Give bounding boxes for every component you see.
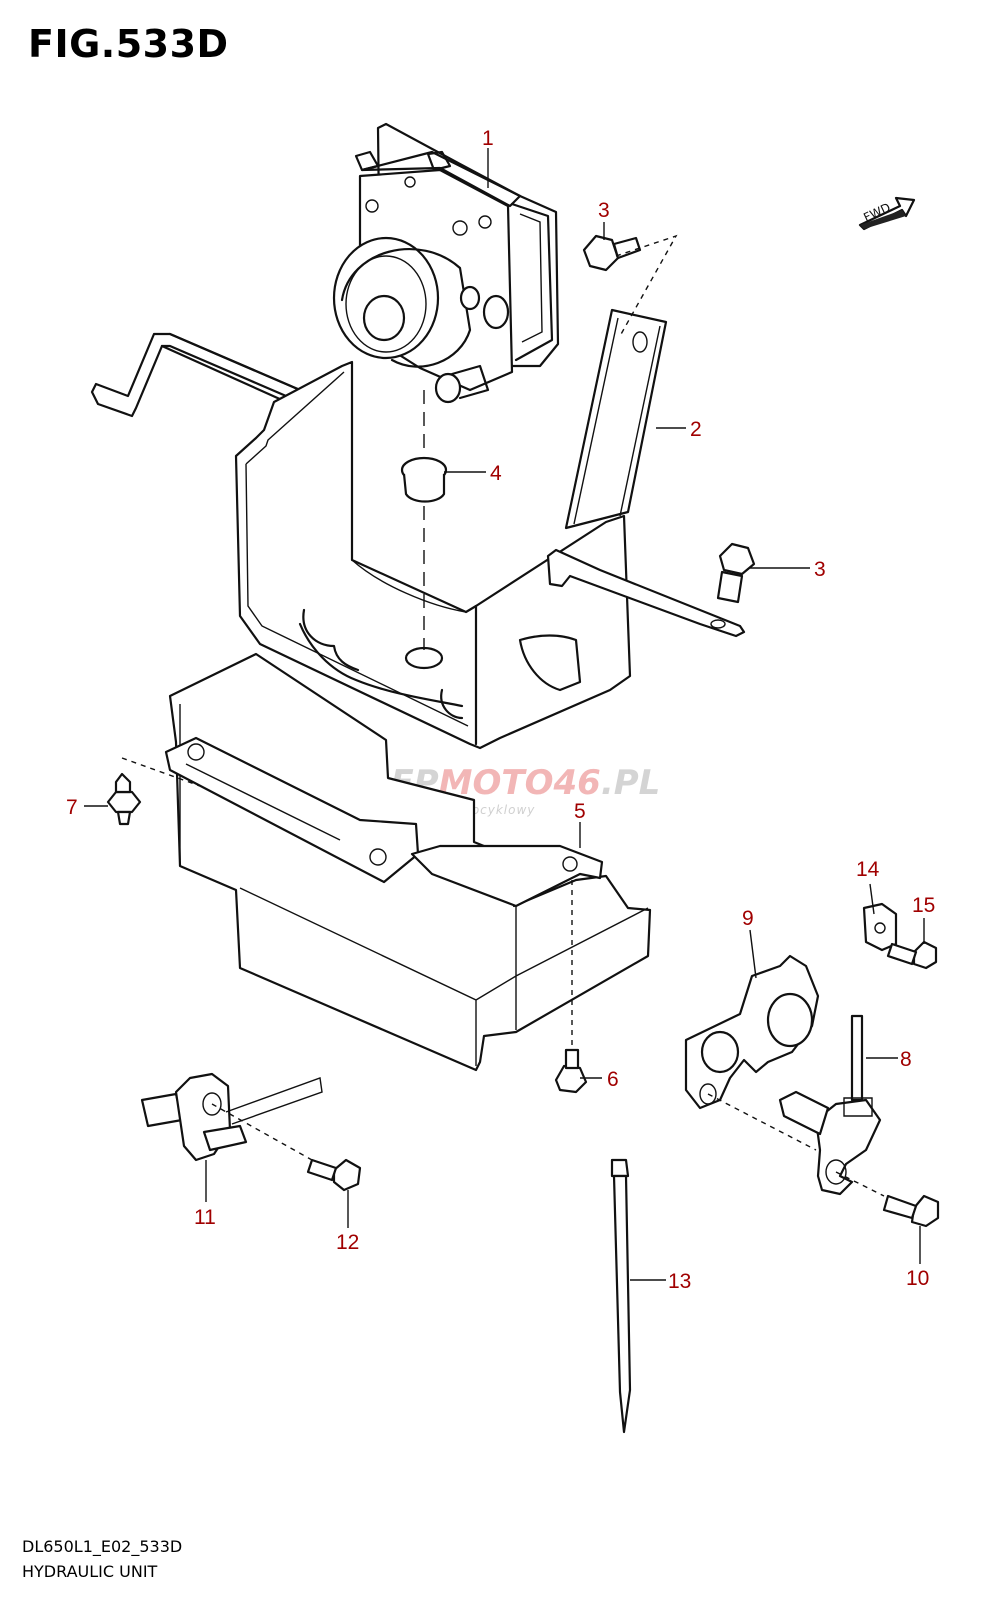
assembly-lines bbox=[121, 234, 885, 1197]
bracket-frame bbox=[90, 308, 746, 750]
figure-title: FIG.533D bbox=[28, 22, 229, 66]
bolt-right bbox=[716, 542, 756, 604]
cover bbox=[164, 652, 652, 1072]
hydraulic-unit bbox=[332, 122, 560, 404]
callout-7: 7 bbox=[66, 796, 78, 819]
wheel-sensor-rear bbox=[140, 1072, 323, 1162]
callout-2: 2 bbox=[690, 418, 702, 441]
wheel-sensor-front bbox=[778, 1014, 882, 1196]
callout-5: 5 bbox=[574, 800, 586, 823]
callout-4: 4 bbox=[490, 462, 502, 485]
bolt-sensor-front bbox=[882, 1194, 940, 1228]
callout-12: 12 bbox=[336, 1231, 359, 1254]
callout-11: 11 bbox=[194, 1206, 216, 1229]
watermark-main-accent: MOTO46 bbox=[439, 763, 601, 803]
bolt-upper bbox=[582, 234, 642, 272]
callout-1: 1 bbox=[482, 127, 494, 150]
screw-cover bbox=[554, 1048, 588, 1094]
bolt-sensor-rear bbox=[306, 1158, 362, 1192]
watermark-main-right: .PL bbox=[601, 763, 661, 803]
callouts: 1 2 3 3 4 5 6 7 8 9 10 11 12 13 14 15 bbox=[66, 127, 935, 1293]
callout-13: 13 bbox=[668, 1270, 691, 1293]
sensor-rotor bbox=[684, 954, 820, 1110]
callout-14: 14 bbox=[856, 858, 880, 881]
callout-10: 10 bbox=[906, 1267, 929, 1290]
clip bbox=[106, 772, 142, 826]
callout-15: 15 bbox=[912, 894, 935, 917]
callout-8: 8 bbox=[900, 1048, 912, 1071]
callout-3-right: 3 bbox=[814, 558, 826, 581]
footer-code: DL650L1_E02_533D bbox=[22, 1537, 183, 1556]
grommet bbox=[400, 456, 448, 503]
clamp bbox=[862, 902, 898, 952]
leader-lines bbox=[84, 148, 925, 1281]
callout-6: 6 bbox=[607, 1068, 619, 1091]
callout-9: 9 bbox=[742, 907, 754, 930]
cable-tie bbox=[610, 1158, 632, 1434]
footer-name: HYDRAULIC UNIT bbox=[22, 1562, 158, 1581]
fwd-arrow-icon: FWD bbox=[858, 196, 916, 231]
callout-3-upper: 3 bbox=[598, 199, 610, 222]
screw-clamp bbox=[886, 940, 938, 970]
